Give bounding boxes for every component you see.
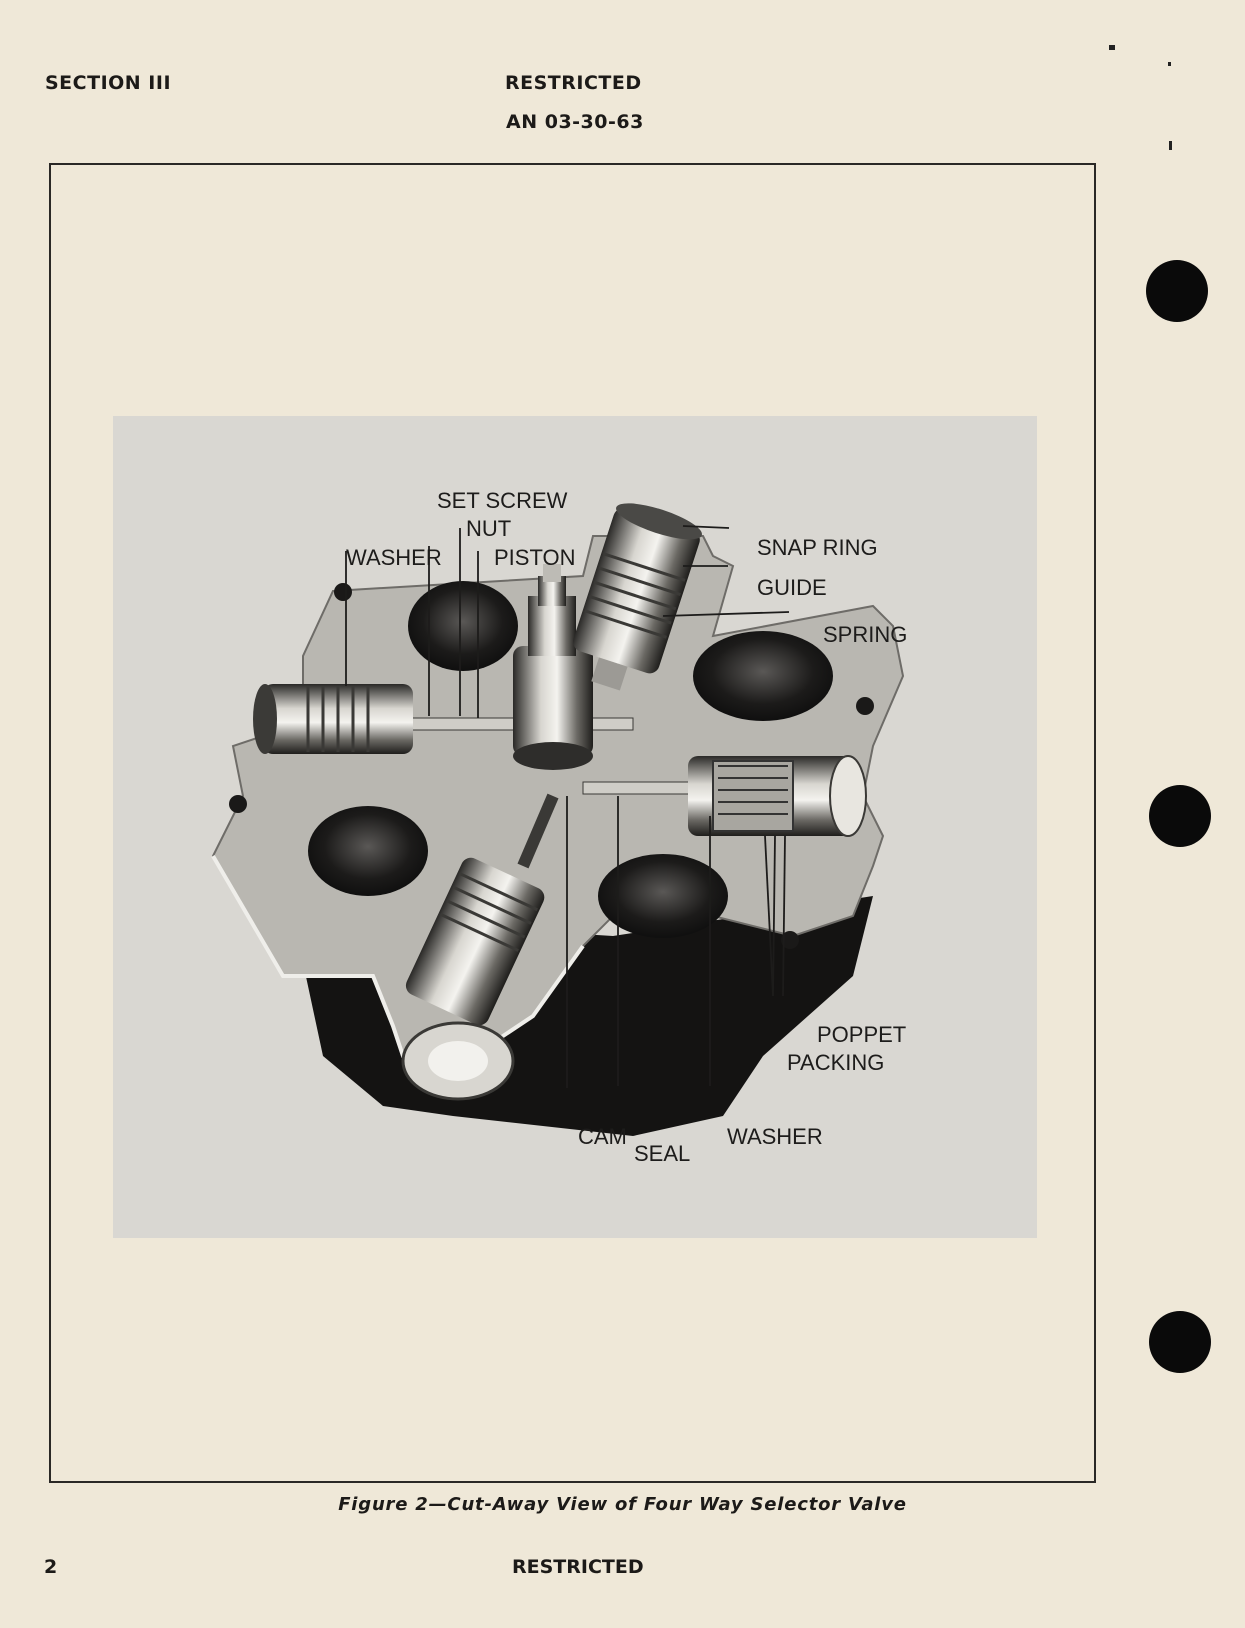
figure-frame [49, 163, 1096, 1483]
punch-mark [1109, 45, 1115, 50]
label-poppet: POPPET [817, 1022, 907, 1047]
label-washer-left: WASHER [346, 545, 442, 570]
restricted-footer: RESTRICTED [512, 1556, 644, 1578]
label-piston: PISTON [494, 545, 576, 570]
punch-mark [1168, 62, 1171, 66]
label-nut: NUT [466, 516, 512, 541]
figure-caption: Figure 2—Cut-Away View of Four Way Selec… [338, 1494, 907, 1515]
label-set-screw: SET SCREW [437, 488, 568, 513]
binder-hole-top [1146, 260, 1208, 322]
page-number: 2 [44, 1556, 58, 1578]
restricted-header: RESTRICTED [505, 72, 642, 94]
document-number: AN 03-30-63 [506, 111, 644, 133]
binder-hole-bottom [1149, 1311, 1211, 1373]
label-snap-ring: SNAP RING [757, 535, 878, 560]
label-packing: PACKING [787, 1050, 885, 1075]
label-seal: SEAL [634, 1141, 691, 1166]
binder-hole-middle [1149, 785, 1211, 847]
section-heading: SECTION III [45, 72, 172, 94]
punch-mark [1169, 141, 1172, 150]
label-cam: CAM [578, 1124, 627, 1149]
valve-cutaway-photo [113, 416, 1037, 1238]
label-spring: SPRING [823, 622, 908, 647]
label-guide: GUIDE [757, 575, 827, 600]
label-washer-bottom: WASHER [727, 1124, 823, 1149]
